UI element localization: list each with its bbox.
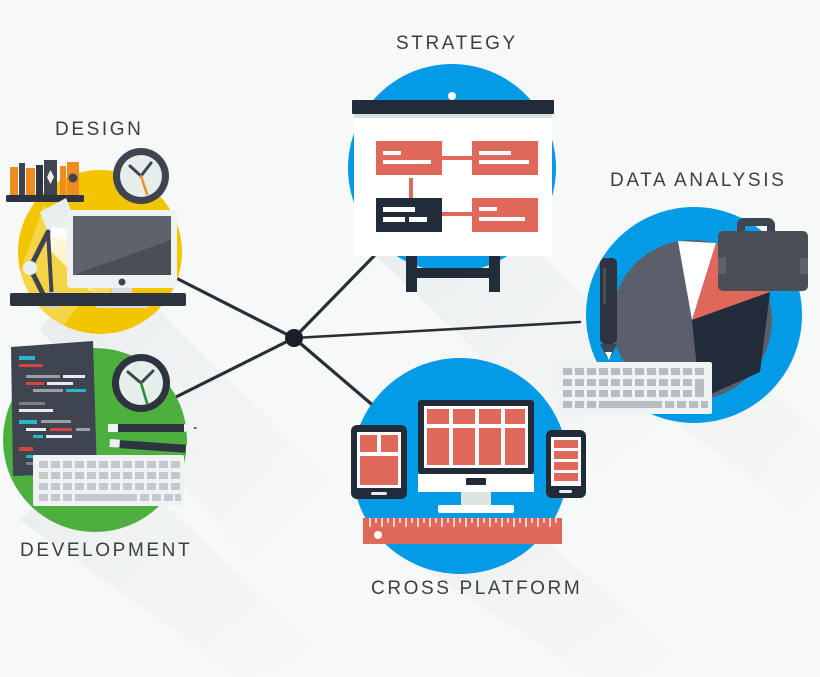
flowchart-icon <box>376 141 538 232</box>
monitor-icon <box>418 400 534 513</box>
edge-center-strategy <box>292 254 376 340</box>
monitor-icon <box>67 210 177 308</box>
node-label-design: DESIGN <box>55 119 144 140</box>
code-editor-icon <box>11 341 97 476</box>
node-data-analysis[interactable] <box>557 207 808 423</box>
tablet-icon <box>351 425 407 499</box>
node-label-cross-platform: CROSS PLATFORM <box>371 578 583 599</box>
node-label-data-analysis: DATA ANALYSIS <box>610 170 787 191</box>
node-design[interactable] <box>6 148 186 334</box>
connector-lines <box>160 254 582 410</box>
wall-clock-icon <box>112 354 170 412</box>
desk-icon <box>10 293 186 306</box>
node-development[interactable] <box>3 341 200 532</box>
ruler-icon <box>363 518 562 544</box>
wall-clock-icon <box>113 148 169 204</box>
pen-icon <box>600 258 617 360</box>
edge-center-design <box>174 276 296 340</box>
pencil-icon <box>108 424 200 454</box>
flow-box-2 <box>472 141 538 175</box>
node-label-development: DEVELOPMENT <box>20 540 193 561</box>
bookshelf-icon <box>6 160 84 202</box>
edge-center-cross-platform <box>292 336 378 410</box>
smartphone-icon <box>546 430 586 498</box>
node-label-strategy: STRATEGY <box>396 33 518 54</box>
node-cross-platform[interactable] <box>351 358 586 574</box>
node-strategy[interactable] <box>348 64 556 292</box>
easel-stand-icon <box>406 250 500 292</box>
center-node[interactable] <box>285 329 303 347</box>
edge-center-data-analysis <box>292 320 582 340</box>
edge-center-development <box>160 336 296 406</box>
keyboard-icon <box>557 362 712 414</box>
flow-box-1 <box>376 141 442 175</box>
keyboard-icon <box>33 455 184 506</box>
briefcase-icon <box>718 218 808 291</box>
flow-box-4 <box>472 198 538 232</box>
flow-box-3 <box>376 198 442 232</box>
